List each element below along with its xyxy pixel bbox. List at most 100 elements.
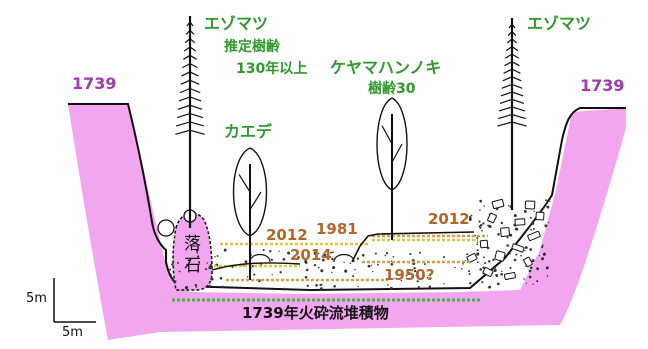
debris-dot bbox=[483, 256, 485, 259]
tree-label-keyamahannoki: ケヤマハンノキ bbox=[330, 58, 442, 77]
debris-dot bbox=[204, 268, 208, 271]
debris-dot bbox=[323, 253, 327, 257]
debris-dot bbox=[170, 274, 172, 276]
debris-dot bbox=[462, 262, 464, 265]
debris-dot bbox=[509, 253, 511, 255]
debris-dot bbox=[544, 224, 548, 228]
debris-dot bbox=[523, 209, 527, 213]
debris-dot bbox=[540, 245, 544, 249]
rock-fragment-icon bbox=[479, 239, 489, 249]
debris-dot bbox=[478, 225, 481, 228]
debris-dot bbox=[509, 266, 512, 269]
debris-dot bbox=[370, 264, 373, 267]
scale-bar bbox=[53, 278, 96, 323]
deposit-label: 1739年火砕流堆積物 bbox=[242, 304, 389, 322]
debris-dot bbox=[468, 273, 471, 275]
debris-dot bbox=[506, 244, 509, 247]
debris-dot bbox=[387, 283, 389, 286]
debris-dot bbox=[313, 251, 317, 255]
debris-dot bbox=[321, 283, 323, 286]
debris-dot bbox=[478, 220, 481, 223]
debris-dot bbox=[262, 248, 265, 252]
debris-dot bbox=[524, 249, 526, 252]
debris-dot bbox=[429, 277, 432, 280]
debris-dot bbox=[331, 271, 333, 274]
debris-dot bbox=[405, 274, 408, 277]
debris-dot bbox=[428, 285, 431, 288]
scale-label-vertical: 5m bbox=[26, 291, 47, 306]
pyroclastic-deposit-area bbox=[68, 104, 626, 340]
debris-dot bbox=[520, 254, 522, 257]
conifer-tree-icon bbox=[181, 71, 199, 77]
debris-dot bbox=[548, 221, 550, 224]
debris-dot bbox=[481, 281, 484, 284]
scale-label-horizontal: 5m bbox=[62, 325, 83, 340]
debris-dot bbox=[416, 280, 419, 283]
debris-dot bbox=[488, 224, 492, 229]
rock-fragment-icon bbox=[527, 230, 541, 242]
debris-dot bbox=[317, 252, 320, 255]
debris-dot bbox=[515, 253, 518, 256]
debris-dot bbox=[270, 258, 274, 261]
conifer-tree-icon bbox=[500, 91, 524, 97]
debris-dot bbox=[479, 223, 483, 227]
debris-dot bbox=[315, 283, 318, 287]
debris-dot bbox=[418, 251, 421, 254]
debris-dot bbox=[385, 252, 389, 255]
debris-dot bbox=[501, 270, 503, 273]
debris-dot bbox=[390, 262, 394, 266]
debris-dot bbox=[476, 249, 479, 252]
debris-dot bbox=[283, 287, 286, 291]
debris-dot bbox=[479, 199, 483, 203]
sediment-layers bbox=[172, 231, 488, 302]
debris-dot bbox=[545, 266, 549, 270]
debris-dot bbox=[546, 275, 549, 277]
debris-dot bbox=[333, 285, 336, 288]
debris-dot bbox=[509, 233, 513, 237]
debris-dot bbox=[367, 264, 371, 268]
conifer-tree-icon bbox=[508, 23, 516, 29]
debris-dot bbox=[331, 257, 334, 261]
pebble-mound bbox=[333, 253, 355, 263]
debris-dot bbox=[330, 251, 333, 254]
rock-fragment-icon bbox=[514, 218, 526, 226]
rock-fragment-icon bbox=[503, 272, 516, 280]
debris-dot bbox=[461, 286, 464, 289]
debris-dot bbox=[354, 268, 356, 271]
broadleaf-branches bbox=[381, 125, 403, 163]
debris-dot bbox=[493, 268, 497, 272]
debris-dot bbox=[481, 229, 483, 232]
debris-dot bbox=[320, 269, 324, 273]
tree-label-left-age-value: 130年以上 bbox=[236, 61, 308, 77]
debris-dot bbox=[253, 273, 256, 276]
debris-dot bbox=[195, 286, 198, 288]
debris-dot bbox=[529, 216, 532, 219]
debris-dot bbox=[305, 268, 309, 272]
debris-dot bbox=[186, 263, 189, 266]
conifer-tree-icon bbox=[505, 45, 519, 52]
debris-dot bbox=[467, 270, 471, 273]
debris-dot bbox=[184, 286, 189, 290]
layer-label-2012-right: 2012 bbox=[428, 210, 470, 228]
debris-dot bbox=[208, 284, 211, 288]
debris-dot bbox=[214, 256, 216, 258]
debris-dot bbox=[536, 280, 539, 283]
debris-dot bbox=[195, 249, 199, 252]
debris-dot bbox=[171, 263, 174, 266]
debris-dot bbox=[476, 261, 479, 264]
debris-dot bbox=[532, 283, 534, 286]
debris-dot bbox=[528, 275, 532, 279]
debris-dot bbox=[177, 261, 179, 264]
conifer-tree-icon bbox=[185, 29, 195, 35]
debris-dot bbox=[482, 266, 485, 269]
debris-dot bbox=[531, 259, 535, 263]
debris-dot bbox=[306, 284, 309, 287]
debris-dot bbox=[443, 282, 445, 285]
debris-dot bbox=[322, 258, 325, 262]
debris-dot bbox=[533, 210, 535, 213]
debris-dot bbox=[413, 267, 416, 270]
rock-fragment-icon bbox=[511, 243, 525, 253]
debris-dot bbox=[387, 269, 389, 271]
